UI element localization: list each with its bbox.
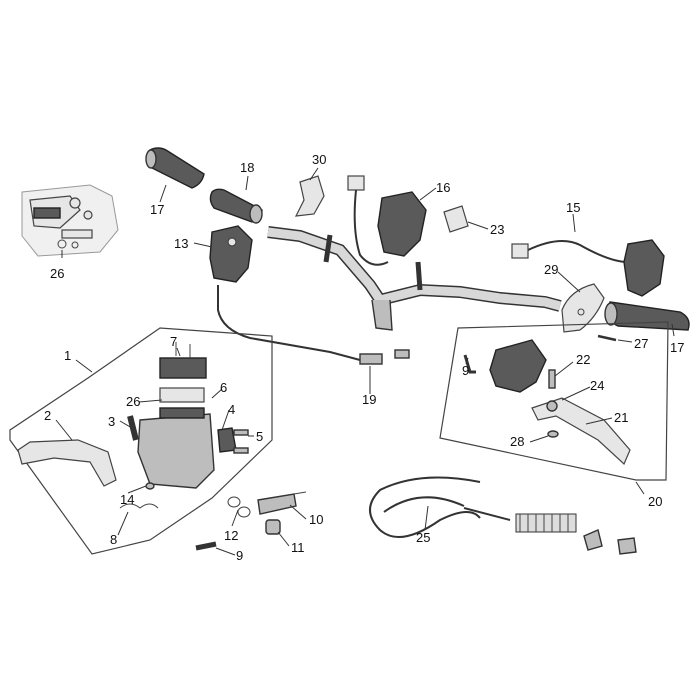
right-grip (604, 301, 690, 331)
callout-28: 28 (510, 434, 524, 449)
callout-25: 25 (416, 530, 430, 545)
callout-16: 16 (436, 180, 450, 195)
callout-2: 2 (44, 408, 51, 423)
callout-9-right: 9 (462, 363, 469, 378)
callout-29: 29 (544, 262, 558, 277)
inset-reservoir-assembly (21, 184, 119, 257)
callout-17-right: 17 (670, 340, 684, 355)
callout-4: 4 (228, 402, 235, 417)
switch-bracket (561, 283, 605, 333)
callout-19: 19 (362, 392, 376, 407)
callout-26-group: 26 (126, 394, 140, 409)
switch-plate (443, 205, 469, 233)
callout-27: 27 (634, 336, 648, 351)
callout-3: 3 (108, 414, 115, 429)
callout-18: 18 (240, 160, 254, 175)
callout-20: 20 (648, 494, 662, 509)
throttle-housing (209, 225, 253, 283)
callout-labels: 17 18 13 30 16 23 15 29 27 17 19 9 22 24… (44, 152, 684, 563)
callout-6: 6 (220, 380, 227, 395)
brake-cable (369, 476, 637, 555)
callout-11: 11 (291, 540, 305, 555)
rear-brake-group-frame (439, 321, 669, 481)
callout-1: 1 (64, 348, 71, 363)
left-switch (511, 239, 665, 297)
callout-10: 10 (309, 512, 323, 527)
throttle-cable (217, 285, 410, 365)
front-brake-group-frame (9, 327, 273, 555)
switch-cover (294, 175, 325, 217)
callout-14: 14 (120, 492, 134, 507)
callout-22: 22 (576, 352, 590, 367)
right-switch (347, 175, 427, 266)
callout-21: 21 (614, 410, 628, 425)
callout-5: 5 (256, 429, 263, 444)
callout-8: 8 (110, 532, 117, 547)
callout-30: 30 (312, 152, 326, 167)
leader-lines (55, 167, 675, 556)
callout-24: 24 (590, 378, 604, 393)
banjo-fittings (195, 491, 307, 551)
callout-15: 15 (566, 200, 580, 215)
callout-9-left: 9 (236, 548, 243, 563)
callout-12: 12 (224, 528, 238, 543)
callout-26-inset: 26 (50, 266, 64, 281)
throttle-grip (209, 188, 263, 224)
left-grip (145, 147, 205, 189)
callout-13: 13 (174, 236, 188, 251)
callout-17-left: 17 (150, 202, 164, 217)
callout-23: 23 (490, 222, 504, 237)
handlebar (267, 226, 562, 331)
screw-27 (597, 334, 617, 342)
callout-7: 7 (170, 334, 177, 349)
